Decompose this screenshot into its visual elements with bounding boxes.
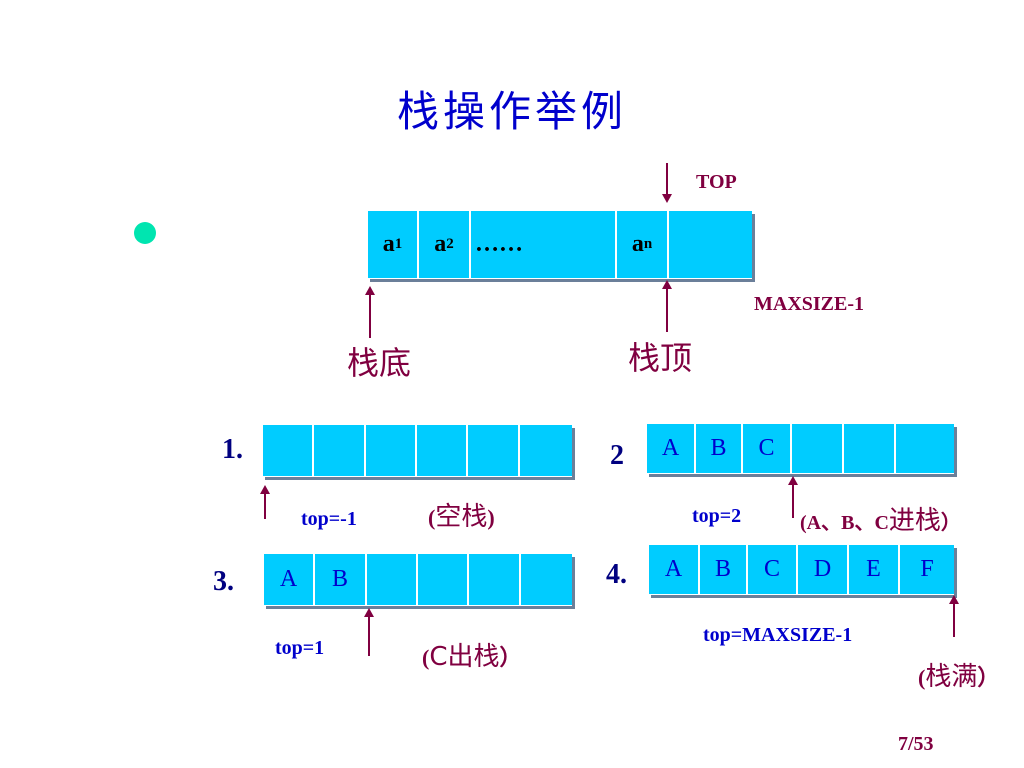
stack-cell: A — [648, 545, 700, 595]
stack-cell — [417, 425, 468, 477]
stack-cell — [521, 554, 572, 606]
example-1-number: 1. — [222, 434, 243, 465]
example-3-stack: A B — [263, 554, 572, 606]
example-3-arrow — [364, 608, 374, 656]
stack-cell: B — [696, 424, 743, 474]
maxsize-label: MAXSIZE-1 — [754, 293, 865, 315]
stack-cell: B — [315, 554, 367, 606]
example-4-number: 4. — [606, 559, 627, 590]
example-1-pointer: top=-1 — [301, 508, 357, 530]
stack-cell — [314, 425, 366, 477]
top-arrow — [662, 163, 672, 203]
stack-cell — [792, 424, 844, 474]
stack-cell — [262, 425, 314, 477]
example-2-pointer: top=2 — [692, 505, 742, 527]
example-2-note: (A、B、C进栈） — [800, 506, 961, 536]
top-label: TOP — [696, 171, 737, 193]
example-3-note: (C出栈） — [422, 642, 522, 672]
example-4-stack: A B C D E F — [648, 545, 954, 595]
example-4-arrow — [949, 595, 959, 637]
stack-cell — [469, 554, 521, 606]
bottom-arrow — [365, 286, 375, 338]
stack-cell: B — [700, 545, 748, 595]
example-1-arrow — [260, 485, 270, 519]
example-4-note: (栈满） — [918, 662, 1000, 692]
example-3-number: 3. — [213, 566, 234, 597]
example-1-note: (空栈) — [428, 502, 495, 532]
stack-cell: D — [798, 545, 849, 595]
stack-cell — [366, 425, 417, 477]
stack-cell: C — [743, 424, 792, 474]
page-number: 7/53 — [898, 733, 934, 755]
example-4-pointer: top=MAXSIZE-1 — [703, 624, 853, 646]
example-2-stack: A B C — [646, 424, 954, 474]
stack-bottom-label: 栈底 — [347, 344, 412, 382]
stack-cell: A — [263, 554, 315, 606]
example-1-stack — [262, 425, 572, 477]
stack-cell — [896, 424, 954, 474]
stack-cell — [520, 425, 572, 477]
stack-cell: C — [748, 545, 798, 595]
page-title: 栈操作举例 — [396, 87, 627, 136]
stack-cell: E — [849, 545, 900, 595]
stack-cell — [844, 424, 896, 474]
main-cell-ellipsis: …… — [471, 211, 617, 279]
stack-cell — [468, 425, 520, 477]
top-pointer-arrow — [662, 280, 672, 332]
example-3-pointer: top=1 — [275, 637, 325, 659]
example-2-arrow — [788, 476, 798, 518]
stack-cell — [367, 554, 418, 606]
stack-top-label: 栈顶 — [628, 339, 693, 377]
main-cell-empty — [669, 211, 752, 279]
bullet-dot — [134, 222, 156, 244]
stack-cell: F — [900, 545, 954, 595]
stack-cell: A — [646, 424, 696, 474]
stack-cell — [418, 554, 469, 606]
example-2-number: 2 — [610, 440, 624, 471]
